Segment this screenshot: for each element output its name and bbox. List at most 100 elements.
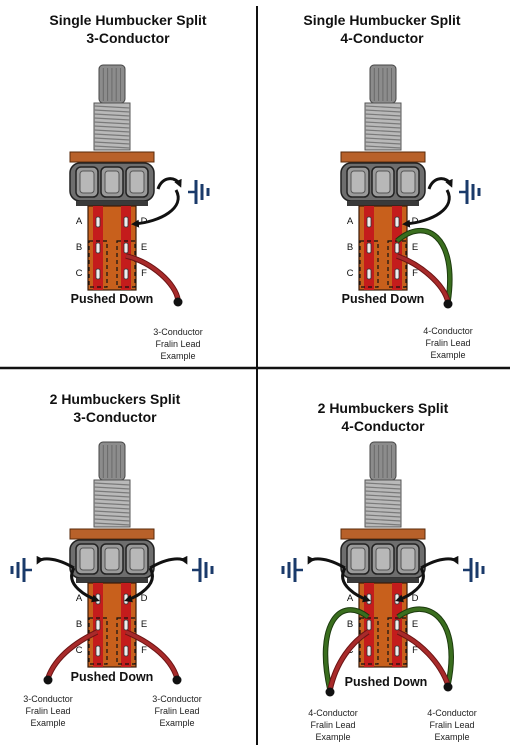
ground-jumper-arrow: [402, 189, 451, 228]
lead-note-line3: Example: [430, 350, 465, 360]
lug-label: F: [412, 645, 418, 656]
lug-label: E: [412, 242, 418, 253]
switch-lug: [95, 268, 101, 280]
ground-jumper-arrow: [70, 567, 100, 603]
panel-title-line1: Single Humbucker Split: [49, 12, 206, 28]
lead-note-line2: Fralin Lead: [310, 720, 355, 730]
ground-jumper-arrow: [307, 555, 346, 570]
panel-title-line2: 4-Conductor: [341, 418, 425, 434]
switch-lug: [95, 242, 101, 254]
lug-label: D: [412, 593, 419, 604]
lug-label: F: [412, 268, 418, 279]
panel-title-line2: 3-Conductor: [86, 30, 170, 46]
mounting-plate: [340, 151, 426, 163]
switch-lug: [394, 242, 400, 254]
lead-note-line2: Fralin Lead: [25, 706, 70, 716]
panel-single-3-conductor: Single Humbucker Split 3-Conductor ABCDE…: [49, 12, 210, 361]
lug-label: E: [141, 619, 147, 630]
lug-label: A: [347, 216, 354, 227]
green-lead-wire: [323, 608, 370, 691]
lug-label: C: [76, 645, 83, 656]
lead-terminal: [443, 299, 453, 309]
ground-jumper-arrow: [427, 177, 453, 190]
ground-icon: [281, 558, 303, 582]
panel-single-4-conductor: Single Humbucker Split 4-Conductor ABCDE…: [303, 12, 481, 360]
ground-jumper-arrow: [36, 555, 75, 570]
ground-icon: [459, 180, 481, 204]
red-lead-wire: [125, 254, 180, 301]
lug-label: E: [412, 619, 418, 630]
green-lead-wire: [396, 607, 453, 686]
lug-label: B: [76, 619, 82, 630]
ground-jumper-arrow: [420, 555, 459, 570]
switch-lug: [123, 216, 129, 228]
ground-jumper-arrow: [131, 189, 180, 228]
lug-label: D: [141, 593, 148, 604]
ground-jumper-arrow: [156, 177, 182, 190]
panel-title-line1: 2 Humbuckers Split: [318, 400, 449, 416]
panel-title-line2: 3-Conductor: [73, 409, 157, 425]
mounting-plate: [69, 528, 155, 540]
switch-lug: [366, 216, 372, 228]
mounting-plate: [69, 151, 155, 163]
lead-note-line1: 4-Conductor: [427, 708, 477, 718]
lug-label: A: [76, 593, 83, 604]
ground-jumper-arrow: [341, 567, 371, 603]
lug-label: B: [347, 619, 353, 630]
ground-jumper-arrow: [149, 555, 188, 570]
ground-icon: [463, 558, 485, 582]
lead-note-line1: 3-Conductor: [152, 694, 202, 704]
lead-note-line1: 3-Conductor: [153, 327, 203, 337]
lead-note-line2: Fralin Lead: [155, 339, 200, 349]
panel-title-line1: 2 Humbuckers Split: [50, 391, 181, 407]
switch-lug: [394, 619, 400, 631]
red-lead-wire: [125, 630, 179, 679]
pushed-down-caption: Pushed Down: [342, 292, 425, 306]
lead-note-line3: Example: [159, 718, 194, 728]
switch-lug: [366, 619, 372, 631]
ground-icon: [10, 558, 32, 582]
lead-note-line3: Example: [315, 732, 350, 742]
switch-lug: [123, 645, 129, 657]
switch-lug: [95, 619, 101, 631]
lug-label: F: [141, 268, 147, 279]
lead-terminal: [43, 675, 53, 685]
red-lead-wire: [396, 254, 450, 303]
lug-label: B: [76, 242, 82, 253]
red-lead-wire: [328, 630, 369, 691]
lead-terminal: [172, 675, 182, 685]
lead-note-line2: Fralin Lead: [429, 720, 474, 730]
switch-lug: [123, 619, 129, 631]
lug-label: C: [76, 268, 83, 279]
switch-lug: [366, 242, 372, 254]
switch-lug: [123, 268, 129, 280]
red-lead-wire: [46, 630, 98, 679]
switch-lug: [95, 216, 101, 228]
lead-terminal: [173, 297, 183, 307]
lead-terminal: [443, 682, 453, 692]
lead-note-line3: Example: [160, 351, 195, 361]
switch-lug: [366, 645, 372, 657]
lead-note-line1: 3-Conductor: [23, 694, 73, 704]
panel-title-line1: Single Humbucker Split: [303, 12, 460, 28]
switch-lug: [394, 645, 400, 657]
switch-lug: [95, 645, 101, 657]
mounting-plate: [340, 528, 426, 540]
lead-note-line3: Example: [30, 718, 65, 728]
red-lead-wire: [397, 630, 450, 686]
push-pull-pot: A B C D E F: [69, 441, 155, 668]
lead-note-line1: 4-Conductor: [423, 326, 473, 336]
lug-label: F: [141, 645, 147, 656]
pushed-down-caption: Pushed Down: [71, 292, 154, 306]
lead-note-line1: 4-Conductor: [308, 708, 358, 718]
pushed-down-caption: Pushed Down: [345, 675, 428, 689]
ground-icon: [192, 558, 214, 582]
lead-note-line3: Example: [434, 732, 469, 742]
lead-terminal: [325, 687, 335, 697]
lead-note-line2: Fralin Lead: [154, 706, 199, 716]
green-lead-wire: [395, 228, 452, 303]
